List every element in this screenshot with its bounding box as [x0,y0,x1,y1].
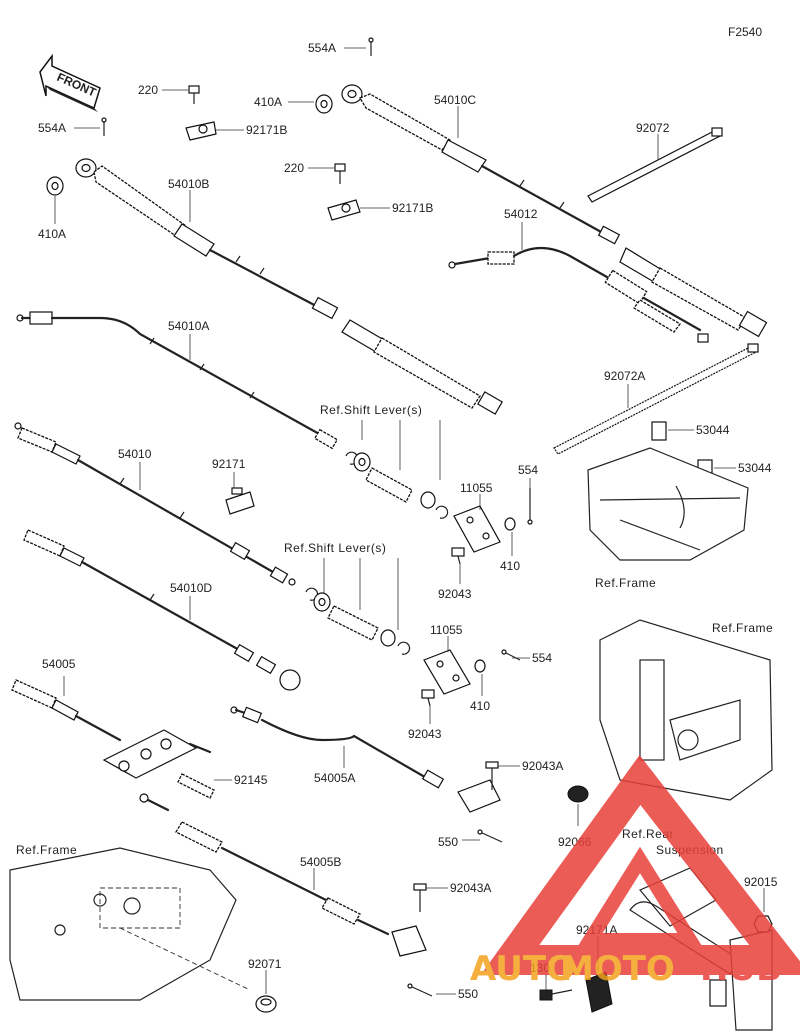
cable-54005b [139,793,427,957]
label-220-a: 220 [138,83,158,97]
label-92043a-b: 92043A [450,881,491,895]
cable-54005a [230,706,501,813]
label-410a-left: 410A [38,227,66,241]
cable-54010 [14,422,296,586]
label-92171b-a: 92171B [246,123,287,137]
grommet-92071 [255,995,277,1013]
cap-92066 [567,785,589,803]
frame-section-a [587,447,749,561]
cable-54010b [75,158,503,415]
washer-410a-top [315,94,333,114]
label-410-a: 410 [500,559,520,573]
pin-92043a-a [485,761,499,790]
cable-54010d [23,529,301,691]
ref-frame-a: Ref.Frame [595,576,656,590]
label-410a-top: 410A [254,95,282,109]
washer-410-b [474,659,486,673]
label-92043-a: 92043 [438,587,472,601]
watermark-moto: MOTO [560,949,675,989]
label-410-b: 410 [470,699,490,713]
label-92043a-a: 92043A [522,759,563,773]
label-54010d: 54010D [170,581,212,595]
tie-92072 [587,127,723,203]
label-54005b: 54005B [300,855,341,869]
pin-554a-left [101,117,107,136]
label-220-b: 220 [284,161,304,175]
label-11055-b: 11055 [430,623,463,637]
bracket-11055-a [453,505,501,553]
label-550-a: 550 [438,835,458,849]
label-554a-left: 554A [38,121,66,135]
shift-lever-parts-b [305,558,411,655]
label-92145: 92145 [234,773,268,787]
ref-shift-lever-a: Ref.Shift Lever(s) [320,403,422,417]
frame-section-c [599,619,773,801]
cable-54010a [16,311,339,450]
label-554-b: 554 [532,651,552,665]
label-54010: 54010 [118,447,152,461]
pin-92043a-b [413,883,427,912]
label-53044-a: 53044 [696,423,730,437]
label-53044-b: 53044 [738,461,772,475]
label-92171: 92171 [212,457,246,471]
figure-id: F2540 [728,25,762,39]
bolt-220-b [334,163,346,184]
cable-54005 [11,679,212,779]
label-550-b: 550 [458,987,478,1001]
clamp-92171b-a [185,121,217,141]
automotohub-watermark: AUTO MOTO HUB [470,754,800,989]
front-arrow-icon: FRONT [39,53,101,112]
shift-lever-parts-a [345,420,449,519]
washer-410a-left [46,176,64,196]
frame-section-b [9,847,251,1001]
bolt-220-a [188,85,200,104]
label-554a-top: 554A [308,41,336,55]
spring-92145 [177,773,215,799]
clip-550-a [477,829,503,843]
ref-frame-b: Ref.Frame [16,843,77,857]
pad-53044-a [651,421,667,441]
watermark-auto: AUTO [470,949,575,989]
bolt-130 [539,989,573,1001]
clamp-92171b-b [327,199,361,221]
watermark-hub: HUB [700,949,782,989]
clip-92171 [225,487,255,515]
label-54010c: 54010C [434,93,476,107]
label-54005a: 54005A [314,771,355,785]
washer-410-a [504,517,516,531]
ref-frame-c: Ref.Frame [712,621,773,635]
label-54005: 54005 [42,657,76,671]
pin-554a-top [368,37,374,56]
label-92043-b: 92043 [408,727,442,741]
label-92072: 92072 [636,121,670,135]
label-92171b-b: 92171B [392,201,433,215]
label-92015: 92015 [744,875,778,889]
label-54010b: 54010B [168,177,209,191]
label-11055-a: 11055 [460,481,493,495]
label-92072a: 92072A [604,369,645,383]
clip-550-b [407,983,433,997]
bracket-11055-b [423,649,471,695]
pin-92043-a [451,547,465,565]
pin-554 [527,488,533,525]
label-54012: 54012 [504,207,538,221]
cable-54010c [341,84,768,338]
cable-54012 [448,246,709,343]
ref-shift-lever-b: Ref.Shift Lever(s) [284,541,386,555]
pin-554-b [501,649,521,661]
label-54010a: 54010A [168,319,209,333]
tie-92072a [553,343,759,455]
pin-92043-b [421,689,435,707]
label-554: 554 [518,463,538,477]
label-92071: 92071 [248,957,282,971]
